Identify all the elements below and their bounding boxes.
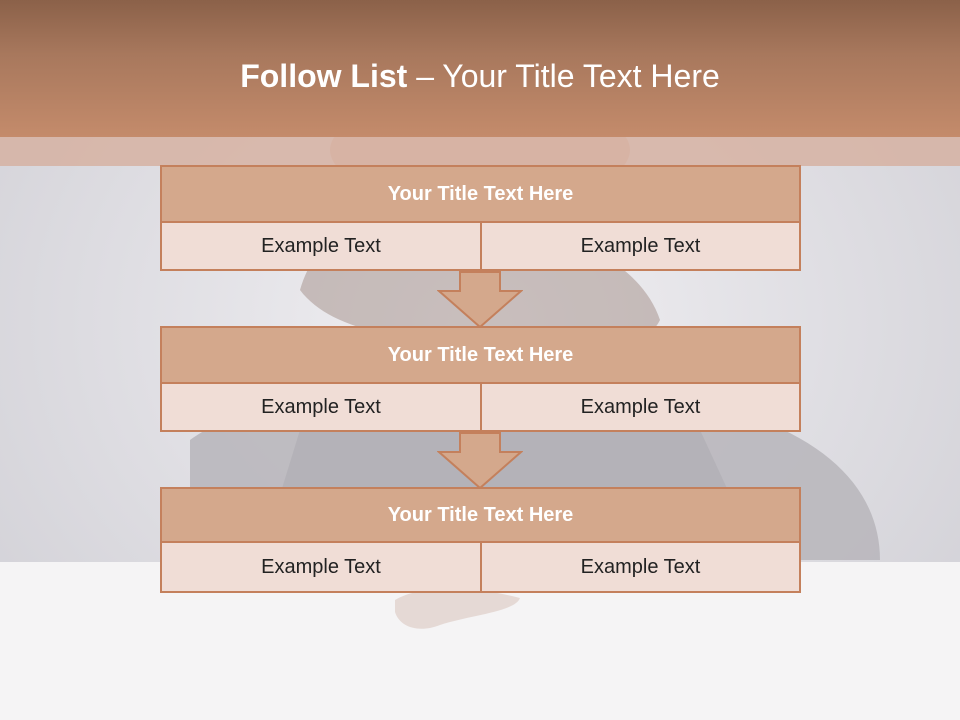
follow-list-box: Your Title Text Here Example Text Exampl… xyxy=(160,165,801,271)
box-cell-left: Example Text xyxy=(160,541,482,593)
slide-title: Follow List – Your Title Text Here xyxy=(0,52,960,100)
follow-list-box: Your Title Text Here Example Text Exampl… xyxy=(160,326,801,432)
box-cell-right: Example Text xyxy=(480,382,801,432)
slide-title-rest: – Your Title Text Here xyxy=(407,58,720,94)
down-arrow-icon xyxy=(437,432,523,490)
follow-list-box: Your Title Text Here Example Text Exampl… xyxy=(160,487,801,593)
box-title: Your Title Text Here xyxy=(160,487,801,543)
header-band xyxy=(0,0,960,137)
slide-title-bold: Follow List xyxy=(240,58,408,94)
box-cell-right: Example Text xyxy=(480,221,801,271)
box-cell-left: Example Text xyxy=(160,382,482,432)
box-cell-right: Example Text xyxy=(480,541,801,593)
down-arrow-icon xyxy=(437,271,523,329)
box-cell-left: Example Text xyxy=(160,221,482,271)
box-title: Your Title Text Here xyxy=(160,165,801,223)
header-fade-strip xyxy=(0,137,960,166)
box-title: Your Title Text Here xyxy=(160,326,801,384)
